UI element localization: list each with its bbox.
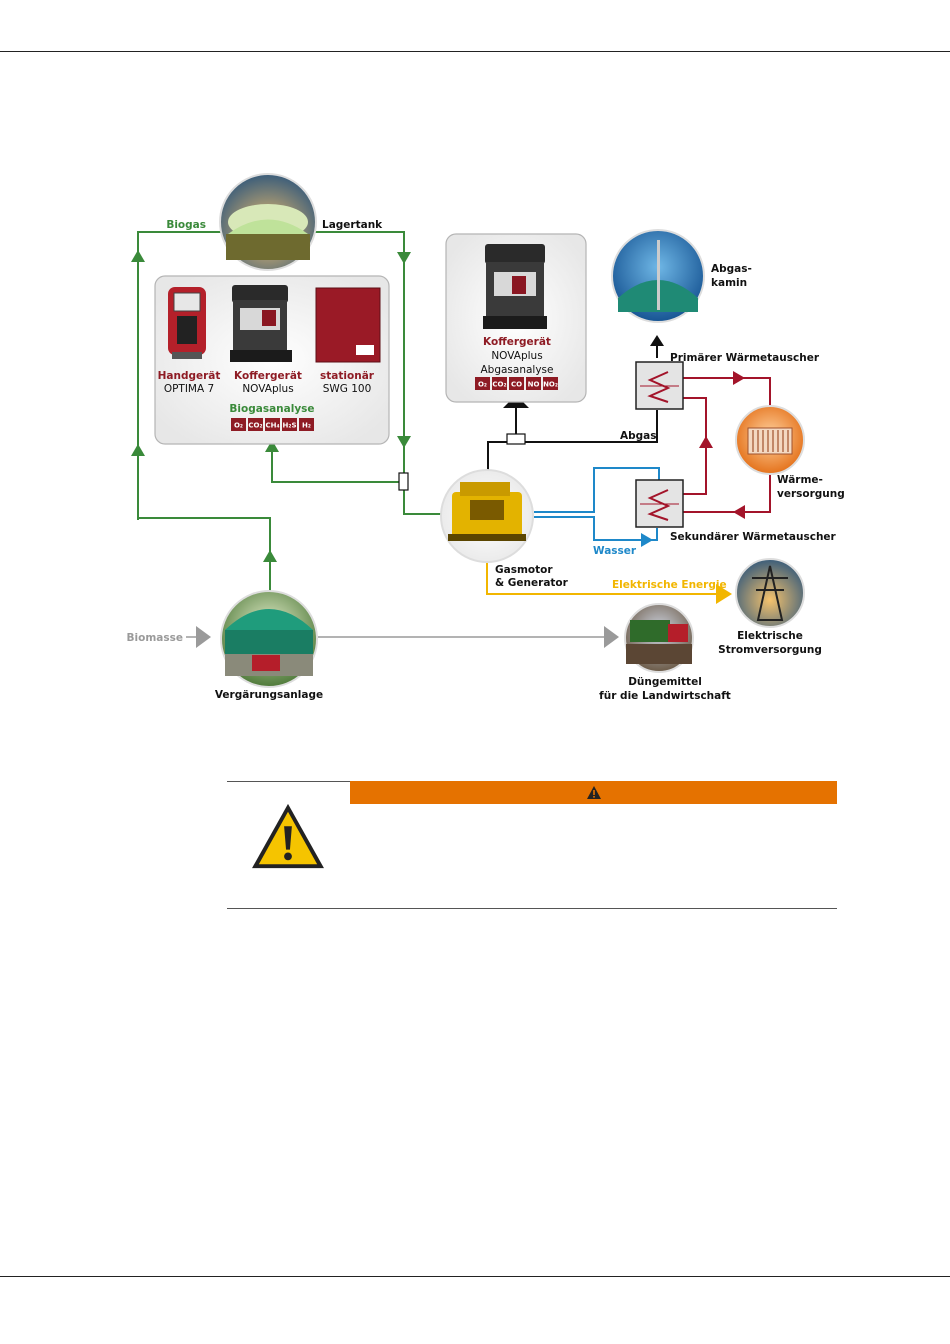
exhaust-analysis-label: Abgasanalyse (480, 364, 553, 376)
storage-tank-label: Lagertank (322, 219, 383, 231)
fermentation-plant-image (220, 590, 318, 688)
primary-heat-exchanger (635, 361, 684, 410)
gas-chip-label: NO (528, 381, 540, 389)
secondary-heat-exchanger (635, 479, 684, 528)
water-label: Wasser (593, 545, 637, 557)
secondary-exchanger-label: Sekundärer Wärmetauscher (670, 531, 837, 543)
power-grid-image (735, 558, 805, 628)
stationary-device-image (315, 287, 381, 363)
gas-chip (265, 418, 280, 431)
energy-arrow (716, 584, 732, 604)
water-arrow (641, 533, 653, 547)
gas-chip-label: CO (511, 381, 522, 389)
gas-coupler-top (506, 433, 526, 445)
fertilizer-label-2: für die Landwirtschaft (599, 690, 731, 702)
gas-engine-image (440, 469, 534, 563)
exhaust-case-model: NOVAplus (491, 350, 542, 362)
fermentation-plant-label: Vergärungsanlage (215, 689, 323, 701)
energy-line (486, 562, 718, 595)
handheld-device-image (168, 287, 206, 359)
heat-supply-label-2: versorgung (777, 488, 845, 500)
gas-chip (475, 377, 490, 390)
exhaust-case-device-image (483, 244, 547, 329)
gas-chip-label: H₂S (283, 422, 297, 430)
gas-chip (299, 418, 314, 431)
gas-chip (231, 418, 246, 431)
warning-header-bar (350, 781, 837, 804)
exhaust-case-label: Koffergerät (483, 336, 551, 348)
primary-exchanger-label: Primärer Wärmetauscher (670, 352, 820, 364)
biogas-label: Biogas (166, 219, 206, 231)
chimney-arrow-up (650, 335, 664, 346)
electric-energy-label: Elektrische Energie (612, 579, 727, 591)
gas-chip (526, 377, 541, 390)
power-supply-label-2: Stromversorgung (718, 644, 822, 656)
case-device-image (230, 285, 292, 362)
heat-arrows (699, 371, 745, 519)
fertilizer-image (624, 603, 694, 673)
chimney-label-2: kamin (711, 277, 747, 289)
biogas-plant-diagram: Handgerät OPTIMA 7 Koffergerät NOVAplus … (127, 173, 845, 702)
biogas-analysis-label: Biogasanalyse (229, 403, 314, 415)
gas-chip (492, 377, 507, 390)
handheld-label: Handgerät (158, 370, 221, 382)
gas-chip (282, 418, 297, 431)
biogas-arrows (131, 250, 411, 562)
gas-chip (543, 377, 558, 390)
stationary-model: SWG 100 (323, 383, 372, 395)
case-device-model: NOVAplus (242, 383, 293, 395)
gas-chip-label: CO₂ (492, 381, 506, 389)
exhaust-label: Abgas (620, 430, 657, 442)
chimney-label-1: Abgas- (711, 263, 752, 275)
handheld-model: OPTIMA 7 (164, 383, 214, 395)
fertilizer-label-1: Düngemittel (628, 676, 702, 688)
chimney-image (611, 229, 705, 323)
gas-chip-label: CH₄ (265, 422, 279, 430)
biogas-lines (137, 231, 442, 593)
gas-chip (248, 418, 263, 431)
heat-supply-image (735, 405, 805, 475)
gas-engine-label-1: Gasmotor (495, 564, 553, 576)
header-rule (0, 51, 950, 52)
gas-chip-label: NO₂ (543, 381, 558, 389)
warning-bottom-rule (227, 908, 837, 909)
biomass-arrow (196, 626, 211, 648)
footer-rule (0, 1276, 950, 1277)
power-supply-label-1: Elektrische (737, 630, 803, 642)
fertilizer-arrow (604, 626, 619, 648)
gas-chip-label: H₂ (302, 422, 311, 430)
gas-engine-label-2: & Generator (495, 577, 569, 589)
warning-block (227, 781, 837, 909)
biomass-label: Biomasse (127, 632, 183, 644)
warning-icon (586, 786, 601, 799)
gas-chip-label: O₂ (234, 422, 243, 430)
heat-supply-label-1: Wärme- (777, 474, 823, 486)
water-lines (534, 467, 660, 541)
gas-chip-label: CO₂ (248, 422, 262, 430)
gas-chip-label: O₂ (478, 381, 487, 389)
warning-triangle-icon (252, 803, 324, 869)
gas-chip (509, 377, 524, 390)
storage-tank-image (219, 173, 317, 271)
case-device-label: Koffergerät (234, 370, 302, 382)
stationary-label: stationär (320, 370, 375, 382)
gas-coupler-left (398, 472, 409, 491)
